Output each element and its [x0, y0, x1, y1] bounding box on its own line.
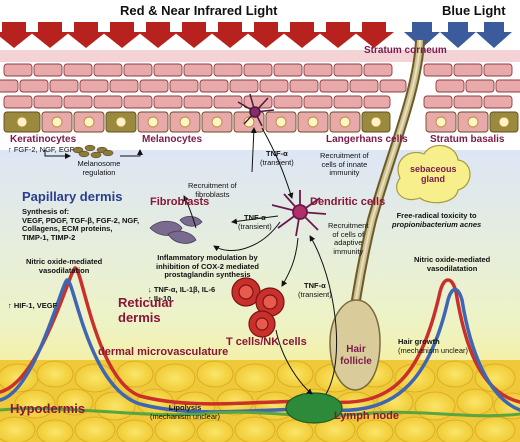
keratinocytes-label: Keratinocytes	[10, 134, 77, 145]
basal-layer-cells	[3, 111, 519, 133]
hair-growth: Hair growth(mechanism unclear)	[398, 337, 469, 355]
red-light-arrows	[0, 22, 394, 48]
sebaceous-gland	[396, 144, 471, 204]
epidermis-cells	[0, 63, 520, 109]
hypodermis-label: Hypodermis	[10, 401, 86, 416]
t-cells-label: T cells/NK cells	[226, 336, 307, 348]
lymph-node	[285, 392, 343, 424]
tnf-mid: TNF-α(transient)	[238, 213, 272, 231]
hif-vegf: ↑ HIF-1, VEGF	[8, 301, 58, 310]
fibroblast-shapes	[149, 216, 203, 244]
tnf-top: TNF-α(transient)	[260, 149, 294, 167]
stratum-corneum-label: Stratum corneum	[364, 45, 447, 56]
hair-follicle	[329, 39, 425, 391]
blue-light-arrows	[404, 22, 512, 48]
synthesis-block: Synthesis of: VEGF, PDGF, TGF-β, FGF-2, …	[22, 207, 140, 242]
stratum-basalis-label: Stratum basalis	[430, 134, 505, 145]
cytokines: ↓ TNF-α, IL-1β, IL-6 ↑ IL-10	[148, 285, 216, 303]
lipolysis: Lipolysis(mechanism unclear)	[150, 403, 221, 421]
papillary-dermis-label: Papillary dermis	[22, 189, 123, 204]
fibroblasts-label: Fibroblasts	[150, 196, 210, 208]
tnf-low: TNF-α(transient)	[298, 281, 332, 299]
t-cell-shapes	[231, 277, 285, 338]
langerhans-cell-shape	[237, 93, 275, 127]
stratum-corneum-band	[0, 50, 520, 62]
lymph-node-label: Lymph node	[334, 410, 399, 422]
melanocytes-label: Melanocytes	[142, 134, 203, 145]
keratinocyte-factors: ↑ FGF-2, NGF, EGF	[8, 145, 75, 154]
dendritic-cells-label: Dendritic cells	[310, 196, 386, 208]
melanosome-arrows	[44, 149, 143, 159]
dermal-microvasculature-label: dermal microvasculature	[98, 346, 229, 358]
dendritic-cell-shape	[271, 190, 327, 237]
blue-light-title: Blue Light	[442, 3, 506, 18]
red-light-title: Red & Near Infrared Light	[120, 3, 278, 18]
pathway-arrows	[183, 127, 338, 395]
melanosome-cluster	[72, 144, 114, 159]
langerhans-cells-label: Langerhans cells	[326, 134, 408, 145]
